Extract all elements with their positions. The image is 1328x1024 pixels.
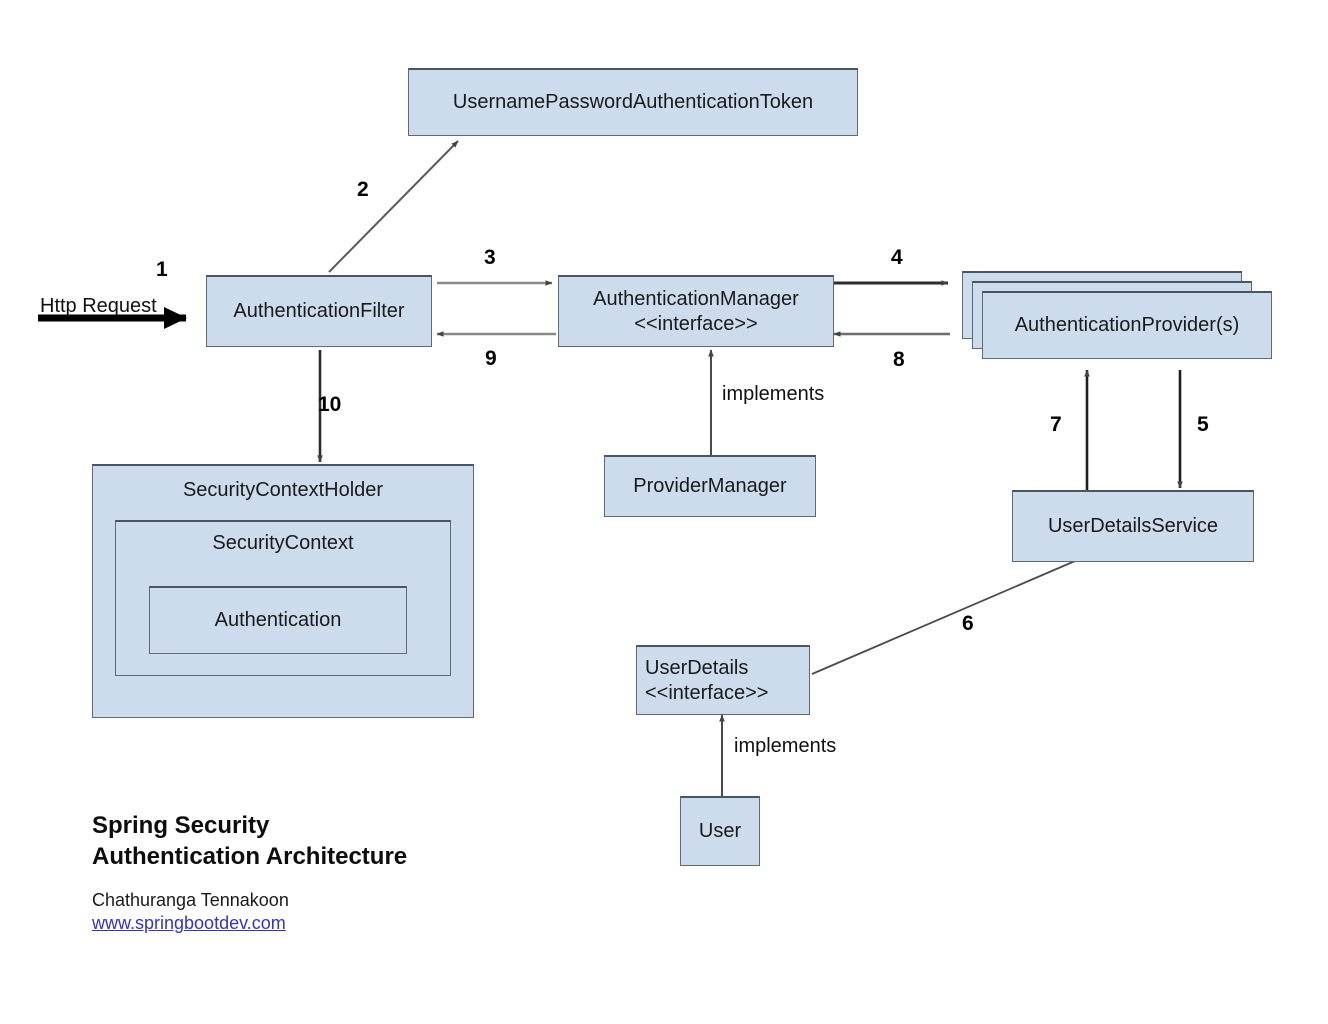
implements-label-provider-manager: implements xyxy=(722,383,825,405)
node-label: AuthenticationManager xyxy=(593,287,799,310)
node-label: UserDetailsService xyxy=(1047,515,1219,537)
node-label: AuthenticationFilter xyxy=(233,300,405,322)
author-name: Chathuranga Tennakoon xyxy=(92,890,289,911)
node-user-details[interactable]: UserDetails <<interface>> xyxy=(636,645,810,715)
node-user[interactable]: User xyxy=(680,796,760,866)
step-label-10: 10 xyxy=(318,393,342,416)
http-request-label: Http Request xyxy=(40,295,157,317)
step-label-7: 7 xyxy=(1050,413,1062,436)
step-label-3: 3 xyxy=(484,246,496,269)
implements-label-user: implements xyxy=(734,735,837,757)
node-stereotype: <<interface>> xyxy=(634,312,758,335)
node-authentication[interactable]: Authentication xyxy=(149,586,407,654)
node-username-password-authentication-token[interactable]: UsernamePasswordAuthenticationToken xyxy=(408,68,858,136)
website-link[interactable]: www.springbootdev.com xyxy=(92,913,286,934)
node-label: UsernamePasswordAuthenticationToken xyxy=(452,91,814,113)
node-label: UserDetails xyxy=(645,656,749,679)
page-title-line-1: Spring Security xyxy=(92,812,270,839)
node-authentication-filter[interactable]: AuthenticationFilter xyxy=(206,275,432,347)
node-label: ProviderManager xyxy=(633,475,787,497)
node-authentication-provider[interactable]: AuthenticationProvider(s) xyxy=(982,291,1272,359)
page-title-line-2: Authentication Architecture xyxy=(92,843,408,871)
node-authentication-manager[interactable]: AuthenticationManager <<interface>> xyxy=(558,275,834,347)
node-label: SecurityContext xyxy=(212,532,354,554)
step-label-6: 6 xyxy=(962,612,974,635)
edge-2-filter-to-token xyxy=(328,140,459,273)
node-label: Authentication xyxy=(214,609,342,631)
step-label-4: 4 xyxy=(891,246,903,269)
node-label: AuthenticationProvider(s) xyxy=(1014,314,1240,336)
edge-6-userdetailsservice-to-userdetails xyxy=(811,560,1076,675)
title-credit-block: Spring Security Authentication Architect… xyxy=(92,810,407,934)
step-label-1: 1 xyxy=(156,258,168,281)
node-stereotype: <<interface>> xyxy=(645,681,769,704)
step-label-9: 9 xyxy=(485,347,497,370)
node-label: User xyxy=(698,820,742,842)
node-security-context[interactable]: SecurityContext xyxy=(115,520,451,676)
node-user-details-service[interactable]: UserDetailsService xyxy=(1012,490,1254,562)
node-label: SecurityContextHolder xyxy=(182,479,384,501)
step-label-2: 2 xyxy=(357,178,369,201)
step-label-5: 5 xyxy=(1197,413,1209,436)
node-provider-manager[interactable]: ProviderManager xyxy=(604,455,816,517)
step-label-8: 8 xyxy=(893,348,905,371)
